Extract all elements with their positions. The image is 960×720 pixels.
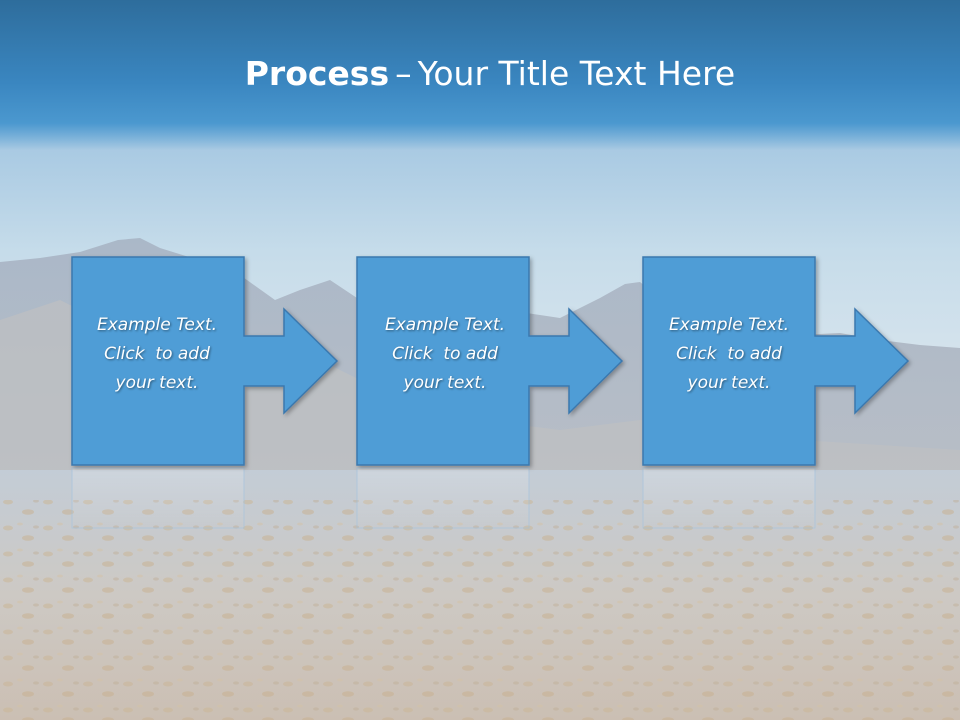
- process-step-1-text[interactable]: Example Text. Click to add your text.: [70, 311, 244, 398]
- step-2-line-1: Example Text.: [384, 315, 506, 335]
- step-1-line-2: Click to add: [104, 344, 210, 364]
- process-step-2-text[interactable]: Example Text. Click to add your text.: [358, 311, 532, 398]
- process-step-3-reflection: [642, 467, 816, 529]
- title-dash: –: [395, 54, 412, 93]
- title-rest-text: Your Title Text Here: [417, 54, 736, 93]
- process-step-3-shape[interactable]: [642, 256, 910, 466]
- step-2-line-3: your text.: [403, 373, 487, 393]
- title-bar: [0, 0, 960, 150]
- title-bold-text: Process: [244, 54, 390, 93]
- step-3-line-3: your text.: [687, 373, 771, 393]
- process-step-1-shape[interactable]: [71, 256, 339, 466]
- step-1-line-3: your text.: [115, 373, 199, 393]
- step-3-line-2: Click to add: [676, 344, 782, 364]
- process-step-2-reflection: [356, 467, 530, 529]
- step-3-line-1: Example Text.: [668, 315, 790, 335]
- process-step-1-reflection: [71, 467, 245, 529]
- step-2-line-2: Click to add: [392, 344, 498, 364]
- slide-title[interactable]: Process–Your Title Text Here: [0, 52, 960, 96]
- process-step-2-shape[interactable]: [356, 256, 624, 466]
- step-1-line-1: Example Text.: [96, 315, 218, 335]
- process-step-3-text[interactable]: Example Text. Click to add your text.: [642, 311, 816, 398]
